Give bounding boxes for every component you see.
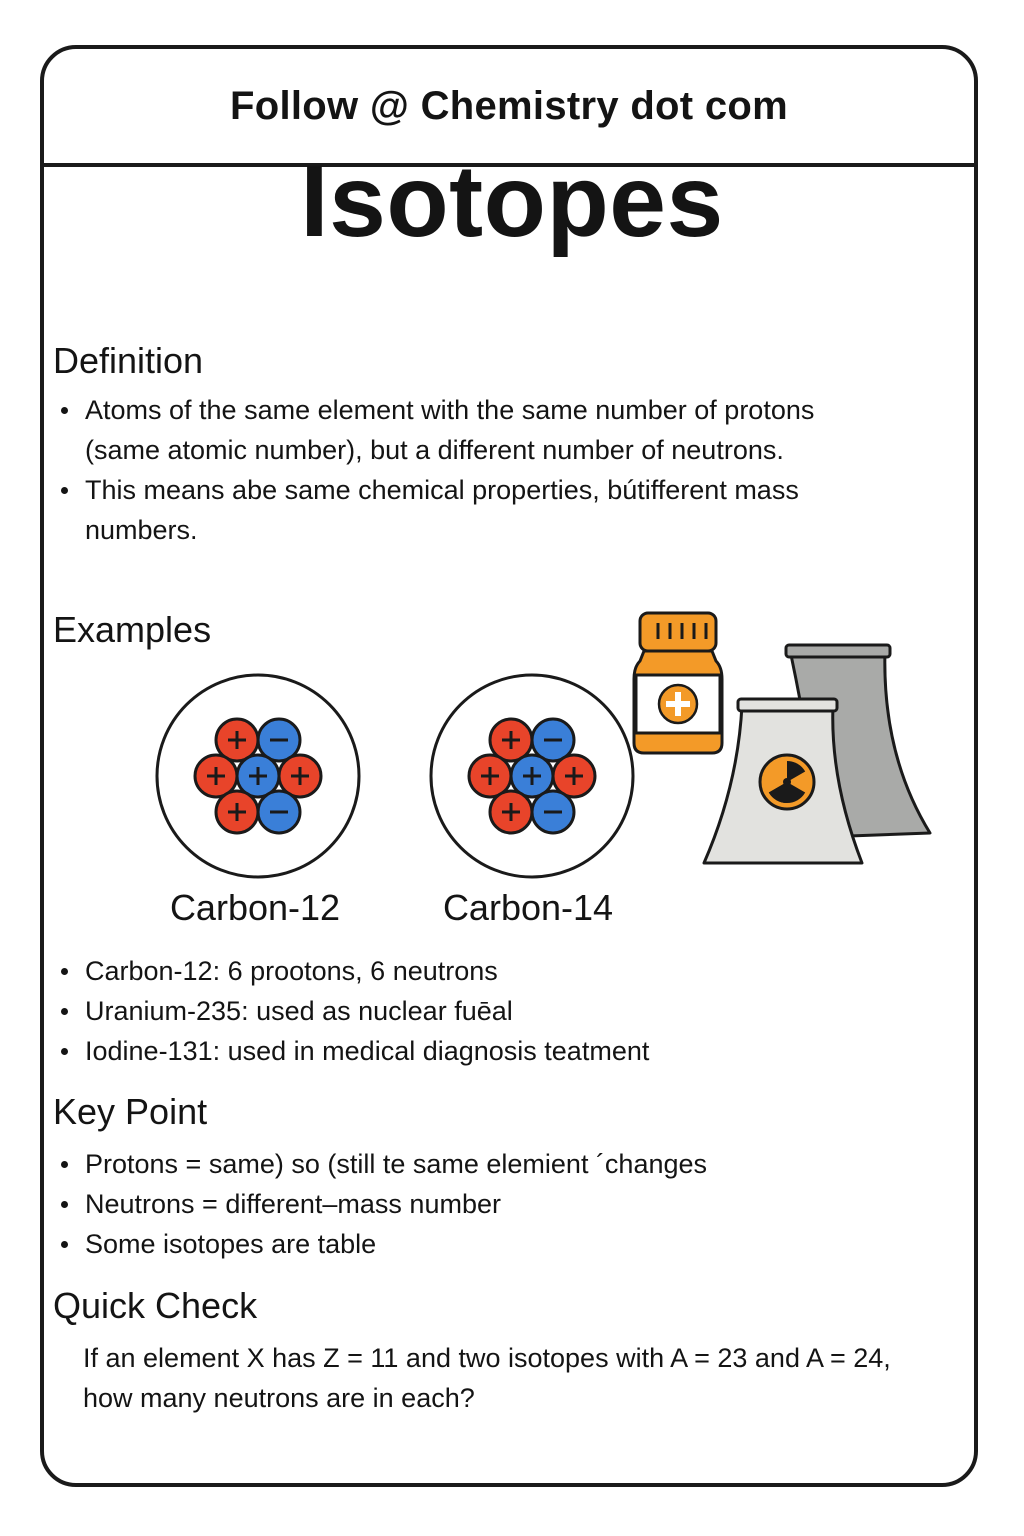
cooling-tower-icon: [702, 697, 864, 865]
quick-check-heading: Quick Check: [53, 1285, 258, 1326]
key-point-bullet: Some isotopes are table: [55, 1224, 875, 1264]
radiation-symbol-icon: [758, 753, 816, 811]
key-point-heading: Key Point: [53, 1091, 208, 1132]
carbon-14-nucleus: [467, 717, 597, 835]
infographic-card: Follow @ Chemistry dot com: [40, 45, 978, 1487]
key-point-bullet: Protons = same) so (still te same elemie…: [55, 1144, 875, 1184]
quick-check-question: If an element X has Z = 11 and two isoto…: [83, 1343, 891, 1413]
definition-heading: Definition: [53, 340, 204, 381]
carbon-12-nucleus: [193, 717, 323, 835]
key-point-list: Protons = same) so (still te same elemie…: [55, 1144, 875, 1264]
page-title: Isotopes: [300, 144, 724, 258]
definition-bullet: This means abe same chemical properties,…: [55, 470, 855, 550]
examples-list: Carbon-12: 6 prootons, 6 neutrons Uraniu…: [55, 951, 875, 1071]
definition-bullet: Atoms of the same element with the same …: [55, 390, 855, 470]
carbon-12-nucleus-diagram: [154, 672, 362, 880]
carbon-12-nucleus-svg: [155, 673, 361, 879]
definition-list: Atoms of the same element with the same …: [55, 390, 855, 550]
nuclear-uses-illustration: [632, 611, 932, 865]
follow-header: Follow @ Chemistry dot com: [44, 49, 974, 167]
example-bullet: Uranium-235: used as nuclear fuēal: [55, 991, 875, 1031]
carbon-14-nucleus-diagram: [428, 672, 636, 880]
carbon-14-label: Carbon-14: [442, 887, 614, 928]
carbon-12-label: Carbon-12: [169, 887, 341, 928]
medicine-bottle-icon: [632, 611, 724, 755]
examples-heading: Examples: [53, 609, 212, 650]
carbon-14-nucleus-svg: [429, 673, 635, 879]
example-bullet: Iodine-131: used in medical diagnosis te…: [55, 1031, 875, 1071]
example-bullet: Carbon-12: 6 prootons, 6 neutrons: [55, 951, 875, 991]
key-point-bullet: Neutrons = different–mass number: [55, 1184, 875, 1224]
